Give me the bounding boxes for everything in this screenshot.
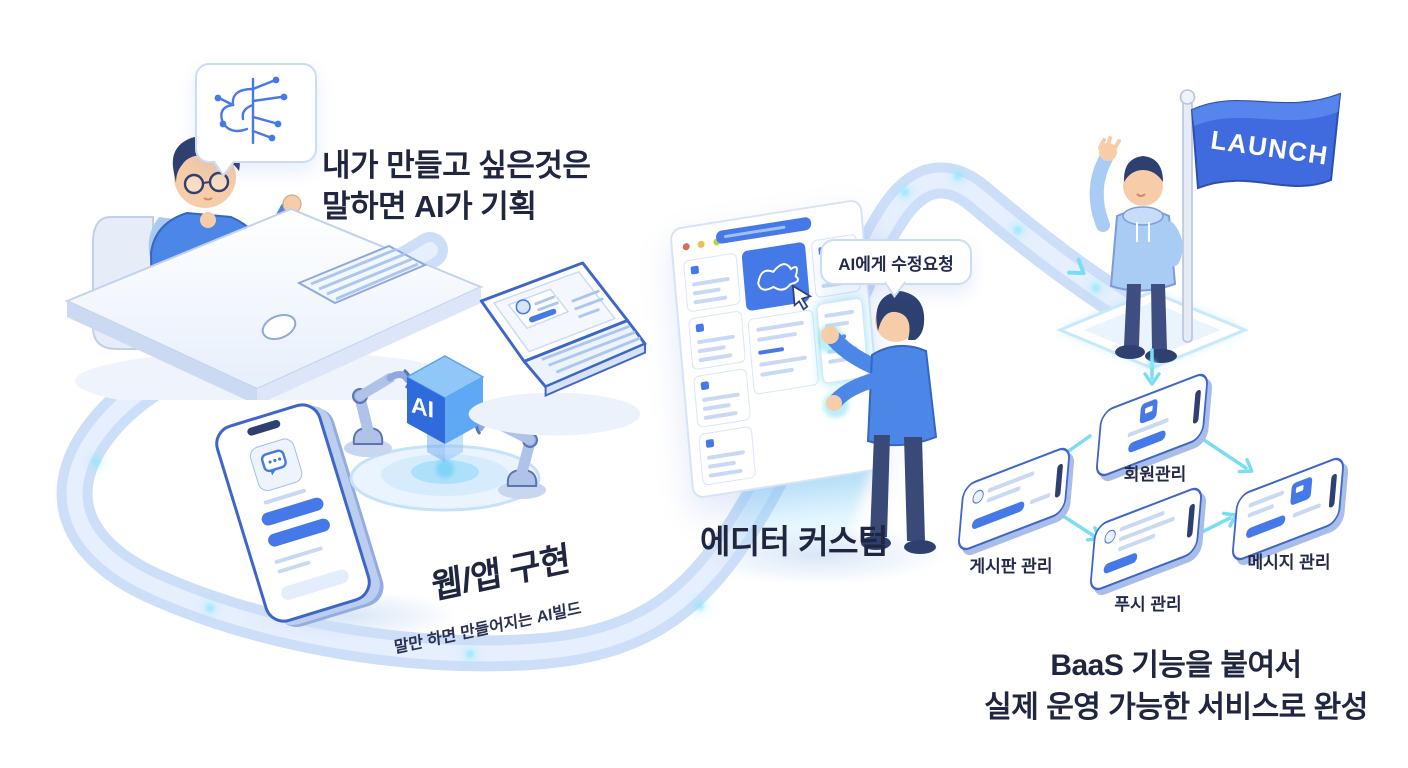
person-editing xyxy=(818,291,938,554)
brain-circuit-icon xyxy=(214,76,288,145)
image-block[interactable] xyxy=(741,241,810,312)
leg xyxy=(1151,284,1167,350)
hair xyxy=(876,291,925,340)
laptop-base xyxy=(522,319,647,398)
label-member-management: 회원관리 xyxy=(1123,465,1187,484)
laptop xyxy=(452,258,647,458)
second-hand xyxy=(826,395,842,411)
dot-icon xyxy=(1103,527,1117,546)
ai-brain-bubble xyxy=(195,63,317,177)
label-board-management: 게시판 관리 xyxy=(969,557,1053,576)
hood xyxy=(1122,206,1164,226)
ui-line xyxy=(1292,502,1322,518)
hand-on-screen xyxy=(821,326,839,344)
scene-plan xyxy=(55,55,485,411)
shoe xyxy=(861,536,891,550)
flagpole xyxy=(1179,89,1196,343)
screen-button xyxy=(529,308,557,323)
leg xyxy=(1124,284,1141,346)
edit-request-bubble: AI에게 수정요청 xyxy=(820,239,972,298)
ui-button xyxy=(971,500,1025,531)
robot-arm-left-icon xyxy=(344,368,412,457)
editor-shadow xyxy=(688,525,948,585)
avatar-icon xyxy=(971,487,985,506)
chin-hand xyxy=(200,212,216,228)
launch-flag: LAUNCH xyxy=(1190,92,1342,190)
waving-hand xyxy=(1099,143,1117,161)
label-message-management: 메시지 관리 xyxy=(1247,553,1331,572)
chat-app-icon xyxy=(247,436,305,494)
hologram-platform xyxy=(349,444,541,512)
editor-window xyxy=(669,198,885,500)
cursor-icon xyxy=(791,284,813,311)
message-icon xyxy=(1290,476,1313,507)
phone-notch xyxy=(1186,502,1196,539)
member-icon xyxy=(1139,398,1158,425)
plan-title-line1: 내가 만들고 싶은것은 xyxy=(322,148,591,183)
plan-title: 내가 만들고 싶은것은 말하면 AI가 기획 xyxy=(322,146,591,228)
edit-request-text: AI에게 수정요청 xyxy=(838,254,954,274)
standing-phone xyxy=(210,398,398,640)
shoe xyxy=(1115,345,1145,359)
mouth xyxy=(203,197,213,201)
launch-title: BaaS 기능을 붙여서 실제 운영 가능한 서비스로 완성 xyxy=(958,645,1394,729)
person-launching xyxy=(1089,136,1183,363)
phone-notch xyxy=(1192,388,1202,425)
avatar xyxy=(515,299,531,315)
label-push-management: 푸시 관리 xyxy=(1114,595,1182,614)
scene-launch: LAUNCH xyxy=(1040,70,1380,380)
scene-editor: AI에게 수정요청 xyxy=(668,195,1008,590)
mouse xyxy=(261,313,297,341)
shoe xyxy=(904,540,936,554)
head xyxy=(1123,166,1163,206)
ui-line xyxy=(1029,492,1051,505)
laptop-screen xyxy=(479,261,629,363)
phone-notch xyxy=(1328,472,1338,509)
keyboard xyxy=(296,244,428,305)
phone-notch xyxy=(1054,462,1064,499)
plan-title-line2: 말하면 AI가 기획 xyxy=(322,188,537,224)
laptop-shadow xyxy=(468,392,641,436)
road-highlight xyxy=(66,172,1155,662)
phone-body xyxy=(210,398,376,628)
ui-button xyxy=(1245,514,1286,540)
ai-cube: AI xyxy=(405,355,485,462)
ai-build-station: AI xyxy=(330,350,560,520)
hair xyxy=(1123,156,1163,182)
ai-cube-label: AI xyxy=(411,392,434,423)
launch-title-line1: BaaS 기능을 붙여서 xyxy=(1050,649,1302,682)
ui-button xyxy=(1103,551,1138,575)
glasses-left xyxy=(183,173,205,195)
leg xyxy=(904,437,925,541)
editor-title: 에디터 커스텀 xyxy=(700,523,888,560)
launch-title-line2: 실제 운영 가능한 서비스로 완성 xyxy=(984,691,1368,724)
leg xyxy=(870,435,890,537)
